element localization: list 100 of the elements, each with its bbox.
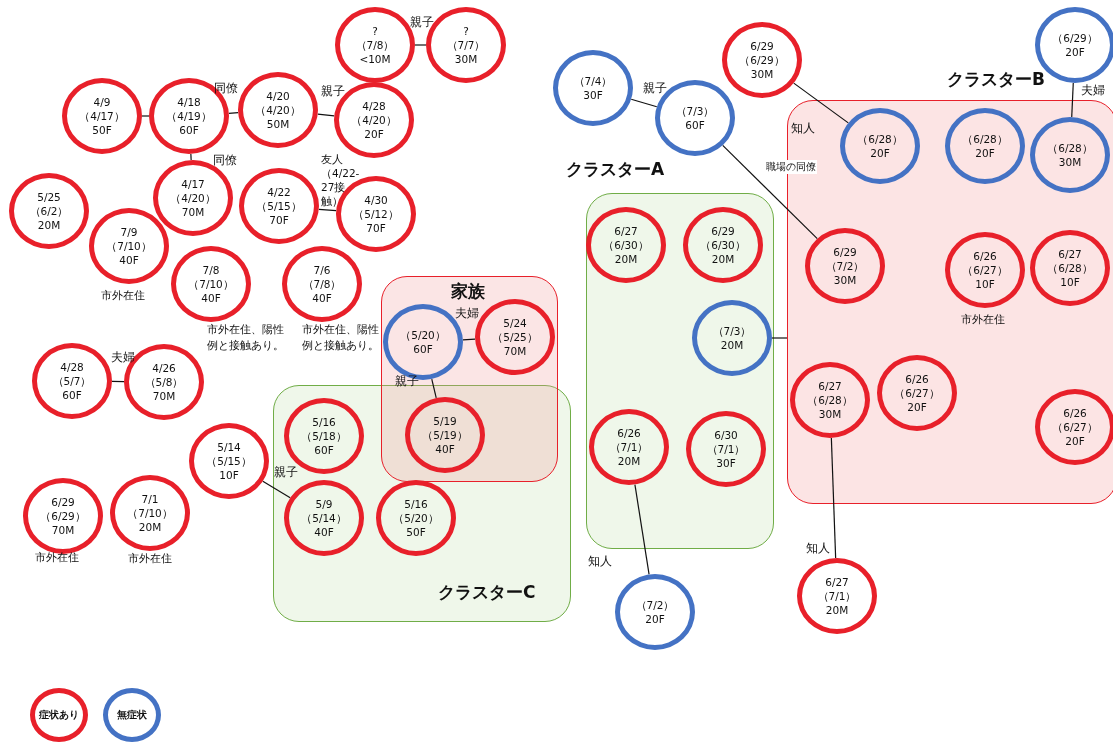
case-circle [1030,230,1110,306]
case-label: 4/26 （5/8） 70M [143,361,185,403]
case-label: （7/2） 20F [634,598,676,626]
case-label: 6/29 （6/29） 70M [39,495,87,537]
case-label: 4/18 （4/19） 60F [165,95,213,137]
case-label: （6/28） 20F [961,132,1009,160]
case-label: 6/29 （6/29） 30M [738,39,786,81]
case-circle [9,173,89,249]
edge-label: 職場の同僚 [765,160,817,174]
case-circle [683,207,763,283]
case-label: ? （7/7） 30M [445,24,487,66]
case-label: （7/4） 30F [572,74,614,102]
connector-line [111,380,125,383]
edge-label: 同僚 [214,81,238,95]
case-label: 6/27 （6/28） 30M [806,379,854,421]
cluster-title: クラスターA [566,158,665,181]
case-label: 4/20 （4/20） 50M [254,89,302,131]
connector-line [190,153,192,161]
case-label: 7/1 （7/10） 20M [126,492,174,534]
case-circle [171,246,251,322]
case-label: （7/3） 20M [711,324,753,352]
edge-label: 親子 [410,15,434,29]
connector-line [793,82,849,124]
case-circle [284,480,364,556]
connector-line [318,208,337,212]
case-circle [722,22,802,98]
case-label: 6/26 （6/27） 20F [893,372,941,414]
case-label: 5/25 （6/2） 20M [28,190,70,232]
case-circle [124,344,204,420]
case-label: 5/16 （5/18） 60F [300,415,348,457]
case-label: 6/27 （7/1） 20M [816,575,858,617]
case-circle [282,246,362,322]
case-label: （6/28） 30M [1046,141,1094,169]
case-circle [238,72,318,148]
cluster-title: 家族 [451,280,485,303]
connector-line [462,338,476,341]
case-circle [686,411,766,487]
legend-text: 無症状 [117,708,147,722]
case-circle [110,475,190,551]
case-circle [376,480,456,556]
note-text: 市外在住、陽性例と接触あり。 [302,322,380,354]
case-circle [23,478,103,554]
case-circle [239,168,319,244]
case-circle [692,300,772,376]
connector-line [228,112,239,114]
case-circle [877,355,957,431]
case-label: （7/3） 60F [674,104,716,132]
case-circle [553,50,633,126]
case-circle [945,108,1025,184]
edge-label: 夫婦 [111,350,135,364]
case-circle [1030,117,1110,193]
connector-line [431,378,437,399]
case-label: 4/17 （4/20） 70M [169,177,217,219]
edge-label: 夫婦 [1081,83,1105,97]
edge-label: 親子 [643,81,667,95]
case-label: 5/16 （5/20） 50F [392,497,440,539]
case-circle [89,208,169,284]
case-circle [797,558,877,634]
edge-label: 夫婦 [455,306,479,320]
connector-line [414,44,427,46]
case-circle [840,108,920,184]
case-label: 6/27 （6/28） 10F [1046,247,1094,289]
case-circle [189,423,269,499]
case-circle [62,78,142,154]
case-label: 4/9 （4/17） 50F [78,95,126,137]
case-circle [790,362,870,438]
case-label: 7/9 （7/10） 40F [105,225,153,267]
note-text: 市外在住 [101,288,146,304]
case-label: 5/14 （5/15） 10F [205,440,253,482]
case-circle [589,409,669,485]
case-circle [32,343,112,419]
connector-line [262,480,291,499]
connector-line [317,113,335,117]
edge-label: 知人 [791,121,815,135]
case-label: 6/27 （6/30） 20M [602,224,650,266]
edge-label: 同僚 [213,153,237,167]
case-label: （5/20） 60F [399,328,447,356]
case-label: 5/9 （5/14） 40F [300,497,348,539]
edge-label: 知人 [588,554,612,568]
case-circle [615,574,695,650]
connector-line [630,98,658,108]
case-label: 4/28 （4/20） 20F [350,99,398,141]
edge-label: 親子 [395,374,419,388]
legend-text: 症状あり [39,708,79,722]
case-circle [405,397,485,473]
case-label: 7/6 （7/8） 40F [301,263,343,305]
case-circle [805,228,885,304]
case-label: 6/26 （6/27） 10F [961,249,1009,291]
edge-label: 親子 [274,465,298,479]
case-label: 6/26 （6/27） 20F [1051,406,1099,448]
case-circle [1035,389,1113,465]
note-text: 市外在住、陽性例と接触あり。 [207,322,285,354]
case-label: 4/28 （5/7） 60F [51,360,93,402]
edge-label: 親子 [321,84,345,98]
case-circle [586,207,666,283]
case-circle [945,232,1025,308]
cluster-title: クラスターB [947,68,1045,91]
edge-label: 知人 [806,541,830,555]
connector-line [771,337,788,339]
note-text: 市外在住 [35,550,80,566]
